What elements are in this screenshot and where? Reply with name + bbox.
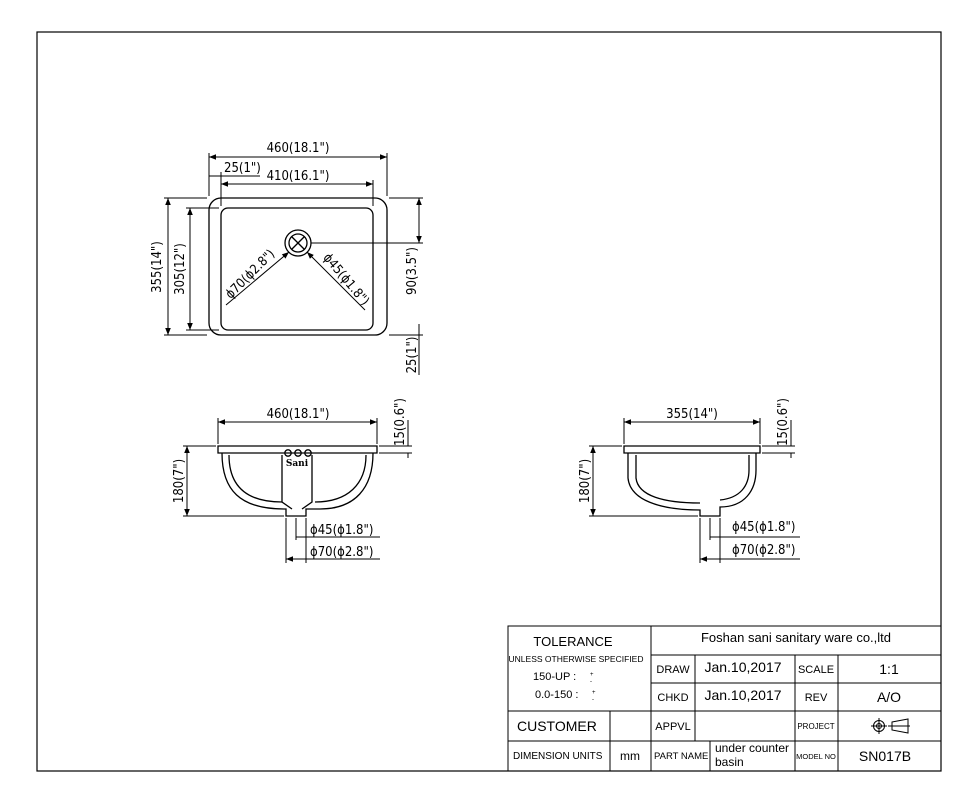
dim-overall-width: 460(18.1"): [267, 141, 330, 156]
tol-150-up: 150-UP :: [533, 671, 576, 683]
dim-inner-depth: 305(12"): [173, 243, 188, 295]
front-view-dimensions: [183, 418, 412, 563]
faucet-hole-left: [284, 449, 292, 457]
chkd-label: CHKD: [657, 692, 688, 704]
dim-flange: 25(1"): [224, 161, 261, 176]
dim-drain-inner: ϕ45(ϕ1.8"): [320, 251, 372, 309]
tolerance-marks: + - + -: [590, 672, 596, 703]
appvl-label: APPVL: [655, 721, 690, 733]
model-no-label: MODEL NO: [796, 752, 836, 761]
tolerance-label: TOLERANCE: [533, 634, 613, 649]
title-block: [507, 625, 942, 772]
part-name-label: PART NAME: [654, 751, 708, 762]
tol-minus-mark-1: -: [590, 679, 592, 685]
front-view-labels: 460(18.1") 15(0.6") 180(7") ϕ45(ϕ1.8") ϕ…: [172, 398, 408, 560]
dim-front-width: 460(18.1"): [267, 407, 330, 422]
tol-0-150: 0.0-150 :: [535, 689, 578, 701]
rev-label: REV: [805, 692, 828, 704]
dim-front-drain-inner: ϕ45(ϕ1.8"): [310, 523, 373, 538]
projection-symbol-icon: [871, 718, 910, 734]
part-name-line2: basin: [715, 755, 744, 769]
dim-side-height: 180(7"): [578, 459, 593, 503]
dim-front-rim: 15(0.6"): [393, 398, 408, 446]
dim-rear-flange: 25(1"): [405, 337, 420, 374]
project-label: PROJECT: [797, 722, 834, 731]
top-view-outer-rim: [208, 197, 388, 336]
dim-drain-offset: 90(3.5"): [405, 247, 420, 295]
tol-plus-mark-2: +: [592, 690, 596, 696]
tol-minus-mark-2: -: [592, 697, 594, 703]
dim-side-width: 355(14"): [666, 407, 718, 422]
dimension-units-label: DIMENSION UNITS: [513, 751, 603, 762]
side-view-bowl-outer: [627, 453, 757, 517]
draw-date: Jan.10,2017: [704, 659, 781, 675]
drawing-border: [36, 31, 942, 772]
front-view: [217, 445, 378, 517]
dim-side-drain-outer: ϕ70(ϕ2.8"): [732, 543, 795, 558]
dim-drain-outer: ϕ70(ϕ2.8"): [223, 247, 278, 302]
drain-inner-circle: [288, 233, 308, 253]
part-name-line1: under counter: [715, 741, 789, 755]
model-no-value: SN017B: [859, 748, 911, 764]
side-view-dimensions: [589, 418, 800, 563]
title-block-text: TOLERANCE UNLESS OTHERWISE SPECIFIED 150…: [509, 630, 912, 769]
tol-plus-mark-1: +: [590, 672, 594, 678]
chkd-date: Jan.10,2017: [704, 687, 781, 703]
side-view: [623, 445, 761, 517]
dim-side-rim: 15(0.6"): [776, 398, 791, 446]
unless-label: UNLESS OTHERWISE SPECIFIED: [509, 654, 644, 664]
customer-label: CUSTOMER: [517, 718, 597, 734]
dim-front-height: 180(7"): [172, 459, 187, 503]
front-view-logo: Sani: [286, 459, 309, 469]
dim-overall-depth: 355(14"): [150, 241, 165, 293]
dim-front-drain-outer: ϕ70(ϕ2.8"): [310, 545, 373, 560]
scale-value: 1:1: [879, 661, 899, 677]
top-view: [208, 197, 388, 336]
side-view-labels: 355(14") 15(0.6") 180(7") ϕ45(ϕ1.8") ϕ70…: [578, 398, 795, 558]
front-view-rim: [217, 445, 378, 454]
scale-label: SCALE: [798, 664, 834, 676]
dim-side-drain-inner: ϕ45(ϕ1.8"): [732, 520, 795, 535]
top-view-dimensions: [164, 153, 423, 375]
dim-inner-width: 410(16.1"): [267, 169, 330, 184]
company-name: Foshan sani sanitary ware co.,ltd: [701, 630, 891, 645]
faucet-hole-center: [294, 449, 302, 457]
dimension-units-value: mm: [620, 749, 640, 763]
draw-label: DRAW: [656, 664, 690, 676]
side-view-rim: [623, 445, 761, 454]
rev-value: A/O: [877, 689, 901, 705]
top-view-inner-bowl: [220, 207, 374, 331]
faucet-hole-right: [304, 449, 312, 457]
front-view-bowl-outer: [221, 452, 374, 517]
